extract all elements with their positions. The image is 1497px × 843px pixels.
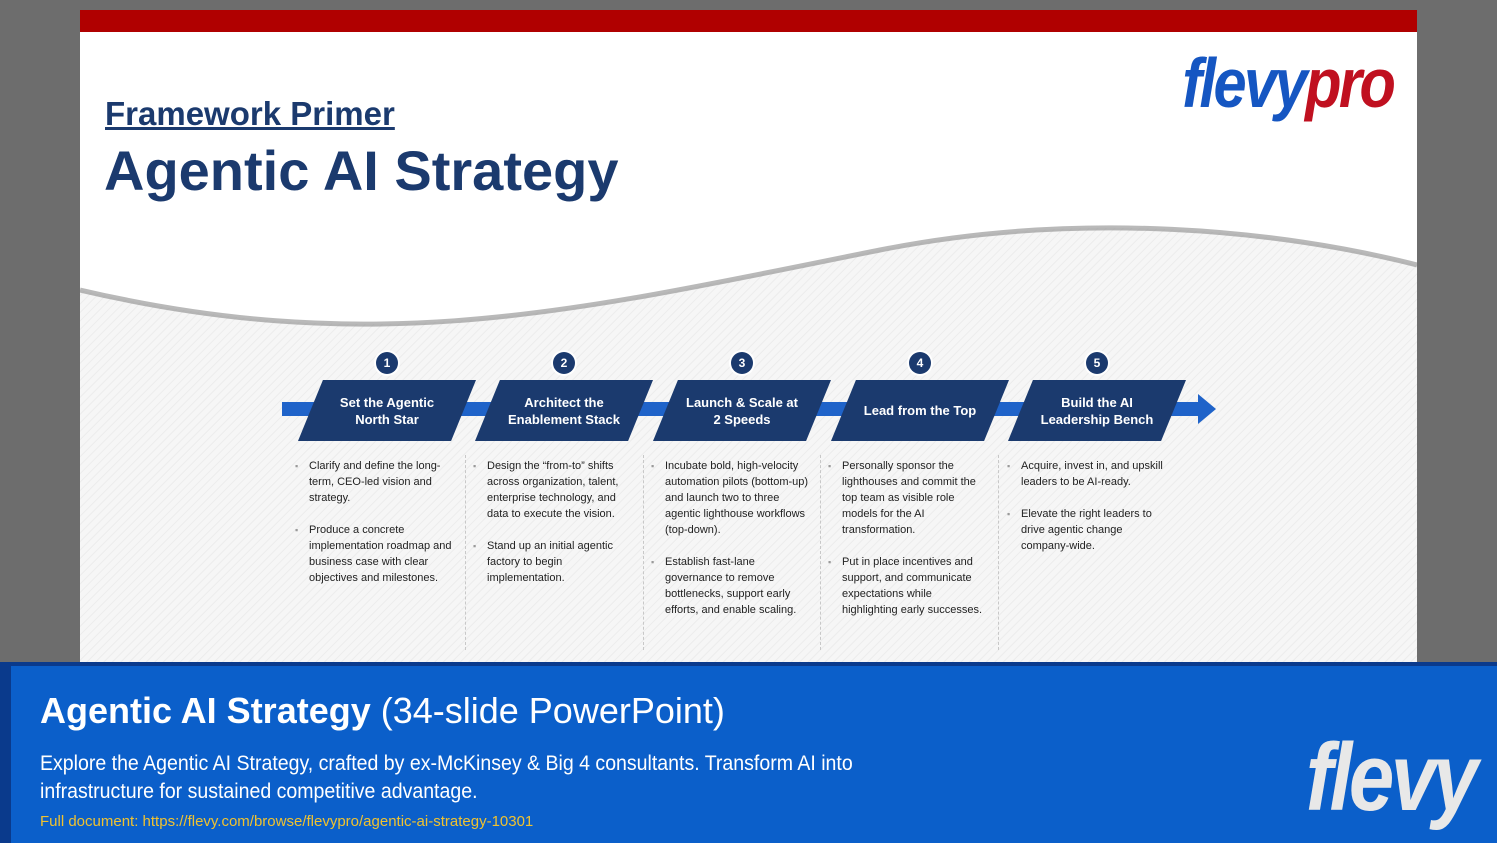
column-divider: [643, 455, 644, 650]
bullet: Put in place incentives and support, and…: [828, 554, 988, 618]
process-arrow-head: [1198, 394, 1216, 424]
step-4-details: Personally sponsor the lighthouses and c…: [828, 458, 988, 634]
step-number-badge: 4: [909, 352, 931, 374]
footer-title-rest: (34-slide PowerPoint): [370, 690, 725, 731]
step-title: Build the AI Leadership Bench: [1008, 380, 1186, 441]
step-title: Lead from the Top: [831, 380, 1009, 441]
bullet: Elevate the right leaders to drive agent…: [1007, 506, 1167, 554]
footer-description: Explore the Agentic AI Strategy, crafted…: [40, 752, 853, 803]
step-title: Launch & Scale at 2 Speeds: [653, 380, 831, 441]
step-number-badge: 3: [731, 352, 753, 374]
framework-primer-heading: Framework Primer: [105, 95, 395, 132]
bullet: Incubate bold, high-velocity automation …: [651, 458, 811, 538]
footer-accent: [0, 666, 11, 843]
footer-title-bold: Agentic AI Strategy: [40, 690, 371, 731]
bullet: Stand up an initial agentic factory to b…: [473, 538, 633, 586]
bullet: Personally sponsor the lighthouses and c…: [828, 458, 988, 538]
step-number-badge: 5: [1086, 352, 1108, 374]
flevypro-logo: flevypro: [1181, 44, 1396, 122]
column-divider: [998, 455, 999, 650]
step-number-badge: 1: [376, 352, 398, 374]
step-number-badge: 2: [553, 352, 575, 374]
footer-banner: Agentic AI Strategy (34-slide PowerPoint…: [0, 662, 1497, 843]
step-title: Set the Agentic North Star: [298, 380, 476, 441]
top-accent-bar: [80, 10, 1417, 32]
bullet: Acquire, invest in, and upskill leaders …: [1007, 458, 1167, 490]
step-5-details: Acquire, invest in, and upskill leaders …: [1007, 458, 1167, 570]
bullet: Establish fast-lane governance to remove…: [651, 554, 811, 618]
step-1-details: Clarify and define the long-term, CEO-le…: [295, 458, 455, 602]
bullet: Produce a concrete implementation roadma…: [295, 522, 455, 586]
slide-title: Agentic AI Strategy: [104, 139, 619, 202]
step-title: Architect the Enablement Stack: [475, 380, 653, 441]
full-document-link[interactable]: Full document: https://flevy.com/browse/…: [40, 813, 534, 830]
bullet: Clarify and define the long-term, CEO-le…: [295, 458, 455, 506]
step-3-details: Incubate bold, high-velocity automation …: [651, 458, 811, 634]
footer-title: Agentic AI Strategy (34-slide PowerPoint…: [40, 690, 725, 732]
column-divider: [820, 455, 821, 650]
column-divider: [465, 455, 466, 650]
bullet: Design the “from-to” shifts across organ…: [473, 458, 633, 522]
step-2-details: Design the “from-to” shifts across organ…: [473, 458, 633, 602]
flevy-logo: flevy: [1306, 724, 1478, 831]
slide: flevypro Framework Primer Agentic AI Str…: [80, 10, 1417, 662]
